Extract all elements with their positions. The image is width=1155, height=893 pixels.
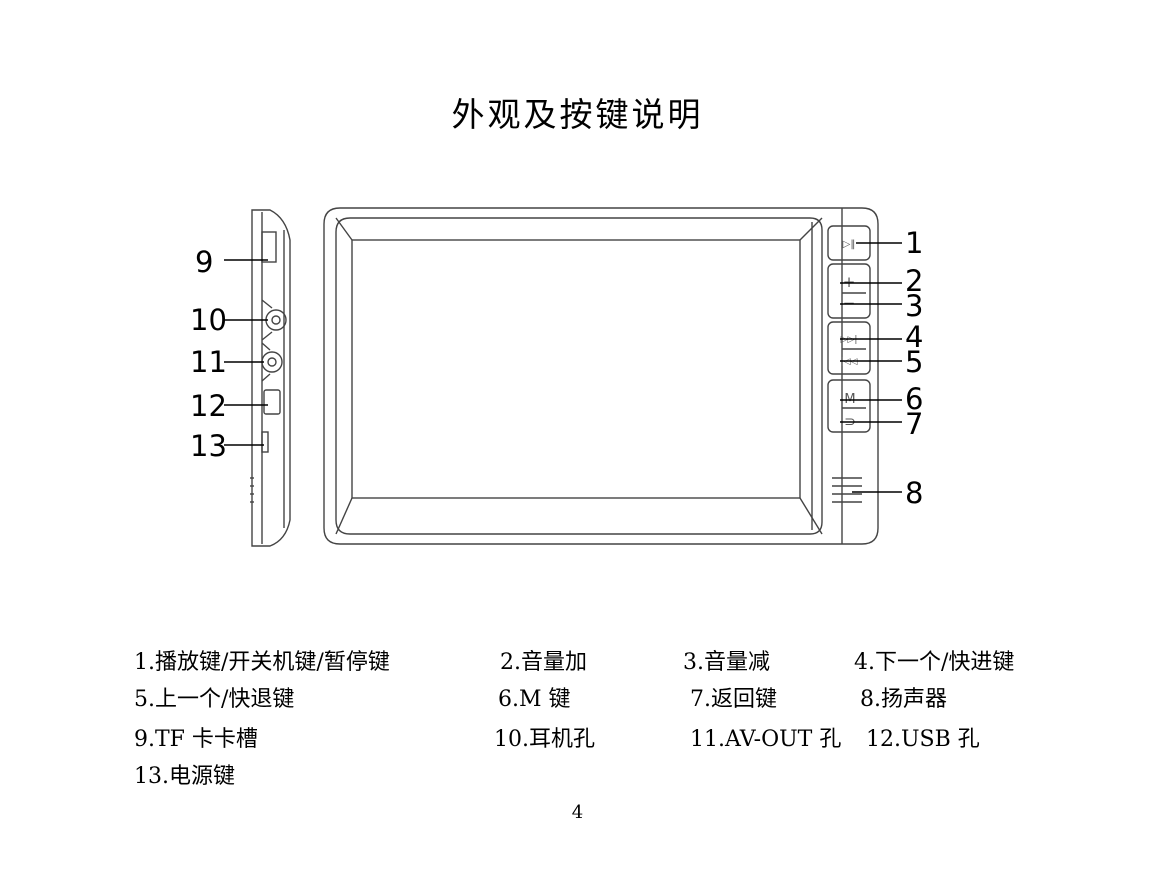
- callout-6: 6: [905, 382, 924, 416]
- caption-4: 4.下一个/快进键: [854, 650, 1015, 675]
- callout-11: 11: [190, 345, 227, 379]
- caption-13: 13.电源键: [134, 764, 235, 789]
- caption-6: 6.M 键: [498, 687, 571, 712]
- callout-3: 3: [905, 289, 924, 323]
- play-pause-icon: ▷‖: [843, 239, 856, 250]
- power-button: [261, 431, 269, 453]
- caption-10: 10.耳机孔: [494, 727, 595, 752]
- caption-3: 3.音量减: [683, 650, 770, 675]
- callout-10: 10: [190, 303, 227, 337]
- leader-lines: [224, 242, 902, 493]
- callout-7: 7: [905, 407, 924, 441]
- callout-4: 4: [905, 320, 924, 354]
- button-group-track: [827, 321, 871, 375]
- caption-9: 9.TF 卡卡槽: [134, 727, 258, 752]
- next-track-icon: ▷▷|: [841, 335, 858, 345]
- callout-5: 5: [905, 345, 924, 379]
- usb-port: [263, 389, 281, 415]
- caption-2: 2.音量加: [500, 650, 587, 675]
- page-number: 4: [571, 802, 584, 823]
- volume-up-icon: +: [843, 273, 856, 291]
- callout-9: 9: [195, 245, 214, 279]
- tf-card-slot: [261, 231, 277, 263]
- caption-1: 1.播放键/开关机键/暂停键: [134, 650, 390, 675]
- callout-8: 8: [905, 476, 924, 510]
- volume-down-icon: −: [843, 294, 856, 312]
- caption-7: 7.返回键: [690, 687, 777, 712]
- button-group-m-back: [827, 379, 871, 433]
- device-side-view: [250, 209, 291, 547]
- callout-12: 12: [190, 389, 227, 423]
- device-front-view: [323, 207, 879, 545]
- callout-1: 1: [905, 226, 924, 260]
- caption-8: 8.扬声器: [860, 687, 947, 712]
- page-title: 外观及按键说明: [451, 95, 704, 134]
- previous-track-icon: |◁◁: [841, 357, 858, 367]
- caption-12: 12.USB 孔: [866, 727, 980, 752]
- button-group-volume: [827, 263, 871, 319]
- callout-13: 13: [190, 429, 227, 463]
- callout-2: 2: [905, 264, 924, 298]
- caption-5: 5.上一个/快退键: [134, 687, 295, 712]
- screen: [351, 239, 801, 499]
- caption-11: 11.AV-OUT 孔: [690, 727, 842, 752]
- av-out-jack: [261, 351, 283, 373]
- earphone-jack: [265, 309, 287, 331]
- speaker-grille: [832, 477, 862, 503]
